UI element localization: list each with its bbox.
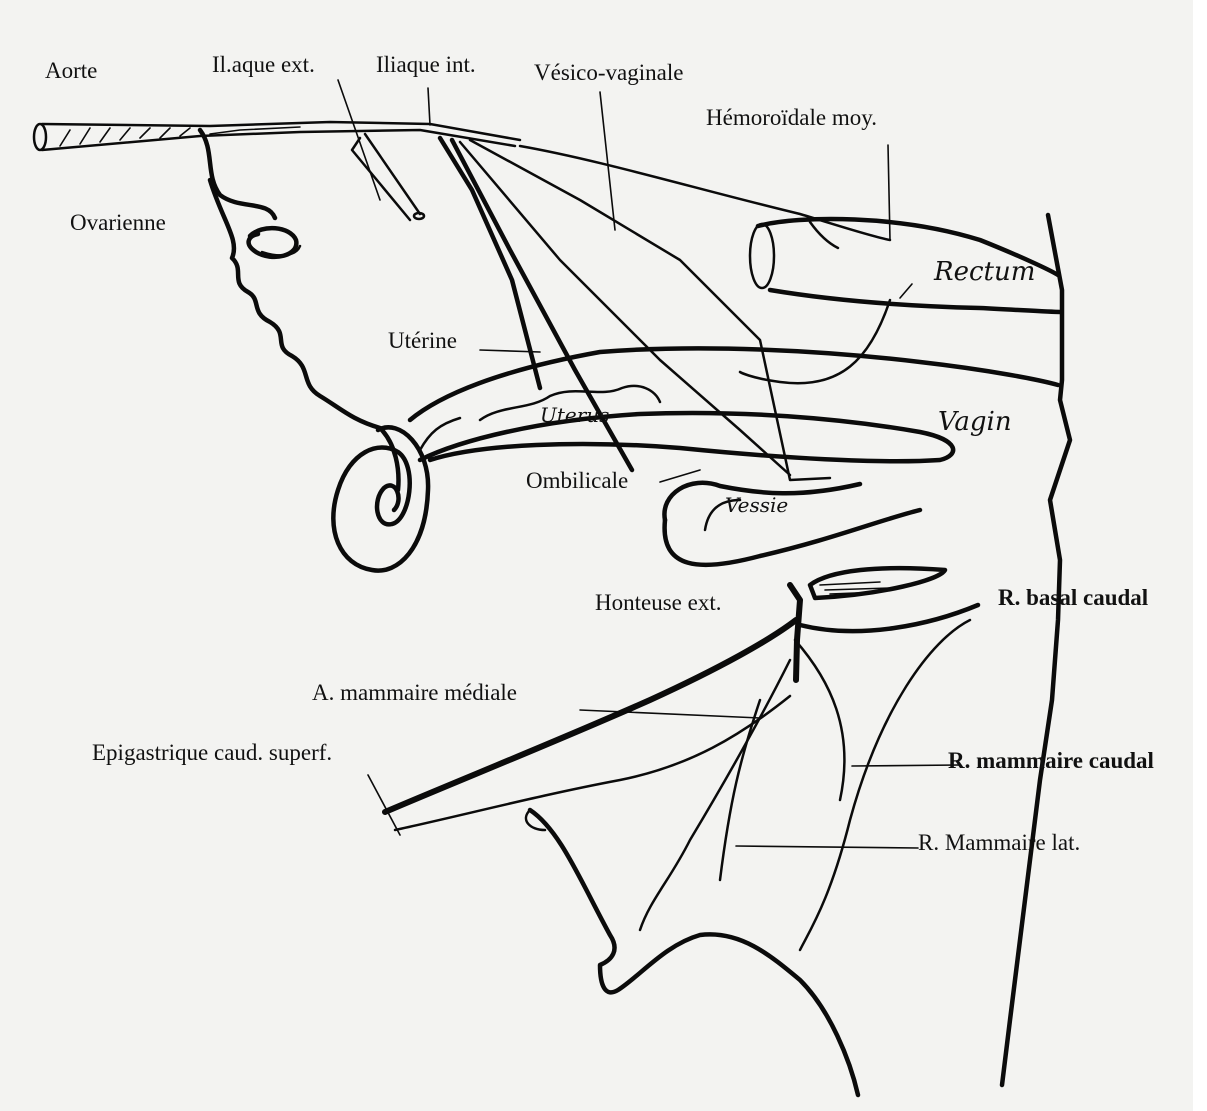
hand-label-rectum: Rectum — [933, 257, 1035, 287]
label-r-mammaire-caudal: R. mammaire caudal — [948, 748, 1154, 773]
vagina-structure — [410, 348, 1058, 461]
label-uterine: Utérine — [388, 328, 457, 353]
ovary-spiral — [333, 427, 428, 570]
page-edge — [1193, 0, 1207, 1111]
label-ombilicale: Ombilicale — [526, 468, 628, 493]
label-honteuse-ext: Honteuse ext. — [595, 590, 721, 615]
label-r-mammaire-lat: R. Mammaire lat. — [918, 830, 1080, 855]
label-epigastrique: Epigastrique caud. superf. — [92, 740, 332, 765]
label-ovarienne: Ovarienne — [70, 210, 166, 235]
label-vesico-vaginale: Vésico-vaginale — [534, 60, 683, 85]
hand-label-vagin: Vagin — [938, 407, 1012, 437]
ovarienne-vessel — [200, 130, 398, 490]
label-a-mammaire-mediale: A. mammaire médiale — [312, 680, 517, 705]
mammary-vessels — [385, 620, 970, 950]
udder-outline — [526, 810, 858, 1095]
label-iliaque-int: Iliaque int. — [376, 52, 476, 77]
label-aorte: Aorte — [45, 58, 97, 83]
body-wall — [1002, 215, 1070, 1085]
iliaque-int-vessel — [440, 138, 830, 480]
hand-label-vessie: Vessie — [725, 493, 788, 517]
hand-label-uterus: Uterus — [540, 403, 609, 427]
label-hemoroidale-moy: Hémoroïdale moy. — [706, 105, 877, 130]
label-iliaque-ext: Il.aque ext. — [212, 52, 315, 77]
label-r-basal-caudal: R. basal caudal — [998, 585, 1148, 610]
bladder-structure — [664, 483, 920, 565]
iliaque-ext-vessel — [352, 134, 424, 220]
leader-lines — [338, 80, 960, 848]
vulva-structure — [810, 568, 945, 598]
